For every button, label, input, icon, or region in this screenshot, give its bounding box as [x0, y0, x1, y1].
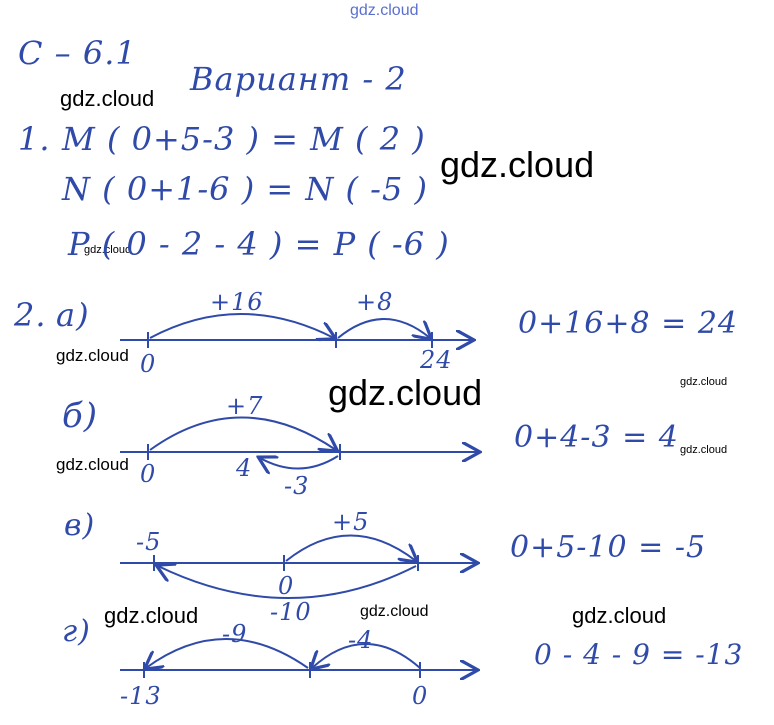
part-b-tick-4: 4 [236, 454, 253, 482]
arc-c-2 [158, 566, 417, 599]
part-b-label: б) [62, 396, 99, 436]
variant-title: Вариант - 2 [190, 60, 407, 98]
part-d-label: г) [62, 614, 91, 649]
arc-c-1 [285, 534, 416, 562]
part-a-arc-label-2: +8 [356, 288, 394, 316]
task1-line-n: N ( 0+1-6 ) = N ( -5 ) [62, 170, 428, 208]
part-a-tick-0: 0 [140, 350, 157, 378]
part-b-equation: 0+4-3 = 4 [514, 420, 679, 455]
arc-b-2 [260, 455, 339, 469]
arc-d-1 [312, 643, 421, 668]
arc-a-2 [337, 318, 430, 338]
part-c-label: в) [64, 508, 96, 543]
part-d-arc-label-2: -4 [348, 626, 374, 654]
watermark-top: gdz.cloud [350, 2, 419, 19]
part-b-arc-label-1: +7 [226, 392, 264, 420]
part-c-equation: 0+5-10 = -5 [510, 530, 707, 565]
part-c-tick-minus5: -5 [136, 528, 162, 556]
part-c-tick-0: 0 [278, 572, 295, 600]
watermark: gdz.cloud [360, 603, 429, 620]
part-a-arc-label-1: +16 [210, 288, 264, 316]
task2-number: 2. [14, 296, 47, 334]
arc-d-2 [146, 638, 309, 668]
part-d-equation: 0 - 4 - 9 = -13 [534, 638, 744, 671]
part-a-equation: 0+16+8 = 24 [518, 306, 739, 341]
part-d-tick-minus13: -13 [120, 682, 162, 710]
watermark: gdz.cloud [572, 603, 667, 628]
part-c-arc-label-1: +5 [332, 508, 370, 536]
part-a-label: а) [56, 296, 90, 334]
watermark: gdz.cloud [56, 455, 129, 474]
part-a-tick-24: 24 [420, 346, 453, 374]
task1-number: 1. [18, 120, 51, 158]
task1-line-m: M ( 0+5-3 ) = M ( 2 ) [62, 120, 426, 158]
watermark: gdz.cloud [104, 603, 199, 628]
watermark: gdz.cloud [56, 346, 129, 365]
watermark: gdz.cloud [84, 244, 132, 256]
watermark: gdz.cloud [328, 372, 483, 413]
watermark: gdz.cloud [60, 86, 155, 111]
exercise-code: С – 6.1 [18, 34, 137, 72]
task1-line-p: P ( 0 - 2 - 4 ) = P ( -6 ) [68, 225, 450, 263]
watermark: gdz.cloud [680, 444, 728, 456]
part-c-arc-label-2: -10 [270, 598, 312, 626]
watermark: gdz.cloud [440, 144, 595, 185]
arc-a-1 [149, 313, 334, 338]
part-d-tick-0: 0 [412, 682, 429, 710]
part-b-arc-label-2: -3 [284, 472, 310, 500]
part-b-tick-0: 0 [140, 460, 157, 488]
arc-b-1 [149, 416, 336, 451]
watermark: gdz.cloud [680, 376, 728, 388]
part-d-arc-label-1: -9 [222, 620, 248, 648]
